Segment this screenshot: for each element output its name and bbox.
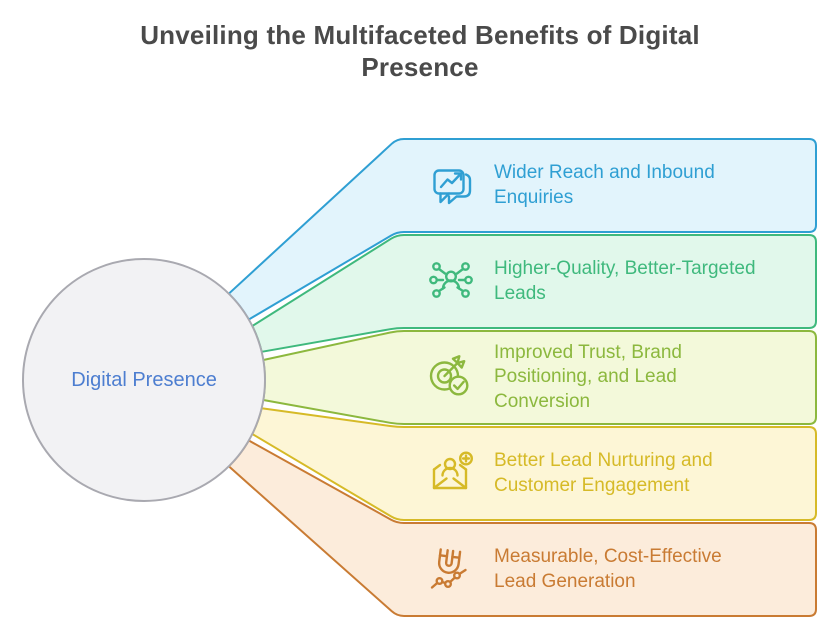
mail-person-plus-icon: [432, 451, 474, 490]
branch-label-improved-trust: Improved Trust, Brand Positioning, and L…: [494, 331, 682, 424]
branch-label-line: Customer Engagement: [494, 474, 690, 496]
branch-shape-higher-quality: [251, 234, 817, 353]
page-title-line-2: Presence: [361, 52, 479, 82]
branch-shape-wider-reach: [227, 138, 817, 321]
branch-label-line: Conversion: [494, 390, 591, 412]
page-title: Unveiling the Multifaceted Benefits of D…: [0, 19, 840, 83]
page-title-line-1: Unveiling the Multifaceted Benefits of D…: [140, 20, 700, 50]
branch-label-line: Better Lead Nurturing and: [494, 450, 713, 471]
branch-label-line: Enquiries: [494, 186, 574, 208]
branch-shape-lead-nurturing: [251, 407, 817, 521]
branch-label-line: Wider Reach and Inbound: [494, 162, 715, 183]
branch-label-line: Leads: [494, 282, 546, 304]
branch-label-higher-quality: Higher-Quality, Better-Targeted Leads: [494, 235, 756, 328]
target-check-icon: [429, 355, 469, 396]
branch-shape-measurable: [227, 439, 817, 617]
magnet-chart-icon: [430, 548, 467, 589]
branch-label-line: Positioning, and Lead: [494, 366, 677, 388]
branch-label-line: Higher-Quality, Better-Targeted: [494, 258, 756, 279]
center-circle: [22, 258, 266, 502]
center-circle-label: Digital Presence: [71, 369, 217, 391]
branch-label-line: Improved Trust, Brand: [494, 341, 682, 363]
branch-shape-improved-trust: [262, 330, 817, 425]
network-person-icon: [429, 262, 473, 298]
chat-trend-icon: [433, 169, 472, 205]
branch-label-lead-nurturing: Better Lead Nurturing and Customer Engag…: [494, 427, 713, 520]
branch-label-wider-reach: Wider Reach and Inbound Enquiries: [494, 139, 715, 232]
branch-label-measurable: Measurable, Cost-Effective Lead Generati…: [494, 523, 722, 616]
branch-label-line: Measurable, Cost-Effective: [494, 546, 722, 567]
branch-label-line: Lead Generation: [494, 570, 636, 592]
